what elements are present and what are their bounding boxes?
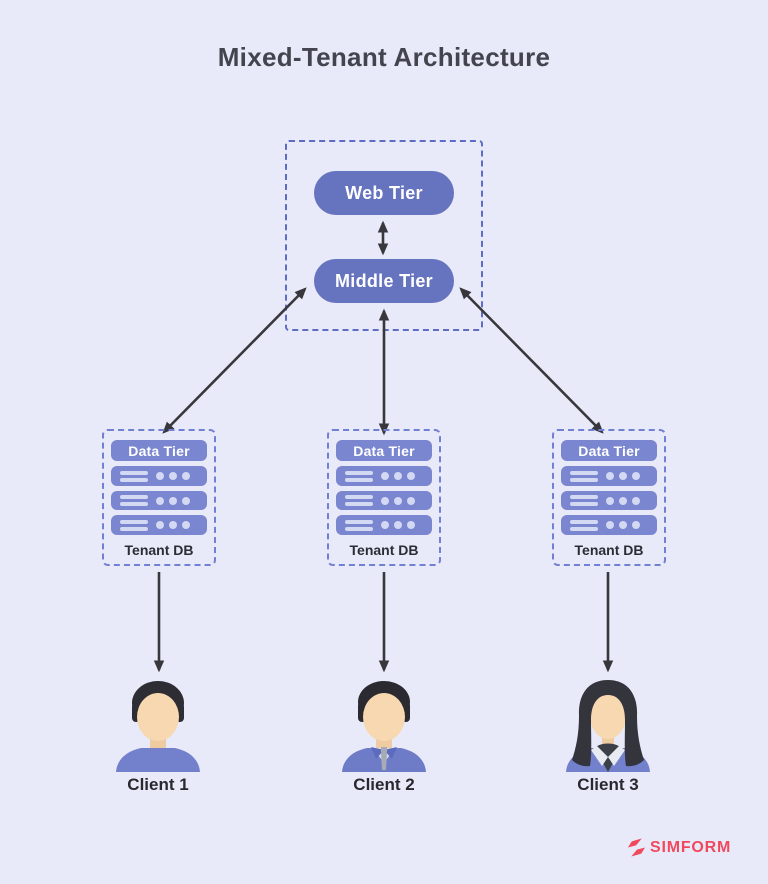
- server-dots-icon: [156, 521, 190, 530]
- server-icon: [111, 515, 207, 535]
- server-dots-icon: [606, 521, 640, 530]
- arrow-middle-datatier-1: [162, 287, 307, 434]
- server-lines-icon: [345, 470, 373, 482]
- simform-logo: SIMFORM: [627, 838, 731, 857]
- server-icon: [111, 466, 207, 486]
- client-3-avatar-icon: [566, 680, 650, 772]
- server-lines-icon: [570, 470, 598, 482]
- middle-tier-node: Middle Tier: [314, 259, 454, 303]
- client-2-label: Client 2: [353, 775, 415, 794]
- tenant-db-label: Tenant DB: [349, 541, 419, 558]
- server-dots-icon: [156, 472, 190, 481]
- data-tier-box-3: Data Tier Tenant DB: [552, 429, 666, 566]
- data-tier-header: Data Tier: [561, 440, 657, 462]
- server-lines-icon: [570, 519, 598, 531]
- tenant-db-label: Tenant DB: [574, 541, 644, 558]
- tenant-db-label: Tenant DB: [124, 541, 194, 558]
- server-dots-icon: [606, 496, 640, 505]
- server-lines-icon: [120, 495, 148, 507]
- server-icon: [336, 515, 432, 535]
- server-icon: [336, 490, 432, 511]
- client-1-label: Client 1: [127, 775, 189, 794]
- server-lines-icon: [120, 470, 148, 482]
- server-lines-icon: [120, 519, 148, 531]
- server-icon: [561, 466, 657, 486]
- server-icon: [561, 490, 657, 511]
- server-lines-icon: [345, 519, 373, 531]
- simform-logo-text: SIMFORM: [650, 838, 732, 856]
- server-dots-icon: [606, 472, 640, 481]
- client-1-avatar-icon: [116, 681, 200, 772]
- client-3-label: Client 3: [577, 775, 639, 794]
- server-icon: [336, 466, 432, 486]
- data-tier-box-2: Data Tier Tenant DB: [327, 429, 441, 566]
- simform-logo-icon: [627, 838, 646, 857]
- server-lines-icon: [345, 495, 373, 507]
- page-title: Mixed-Tenant Architecture: [217, 42, 551, 72]
- web-tier-node: Web Tier: [314, 171, 454, 215]
- data-tier-box-1: Data Tier Tenant DB: [102, 429, 216, 566]
- middle-tier-label: Middle Tier: [335, 270, 433, 291]
- server-lines-icon: [570, 495, 598, 507]
- server-icon: [111, 490, 207, 511]
- data-tier-header: Data Tier: [336, 440, 432, 462]
- client-2-avatar-icon: [342, 681, 426, 772]
- server-dots-icon: [381, 472, 415, 481]
- server-dots-icon: [381, 496, 415, 505]
- data-tier-header: Data Tier: [111, 440, 207, 462]
- server-dots-icon: [156, 496, 190, 505]
- server-dots-icon: [381, 521, 415, 530]
- web-tier-label: Web Tier: [345, 182, 423, 203]
- server-icon: [561, 515, 657, 535]
